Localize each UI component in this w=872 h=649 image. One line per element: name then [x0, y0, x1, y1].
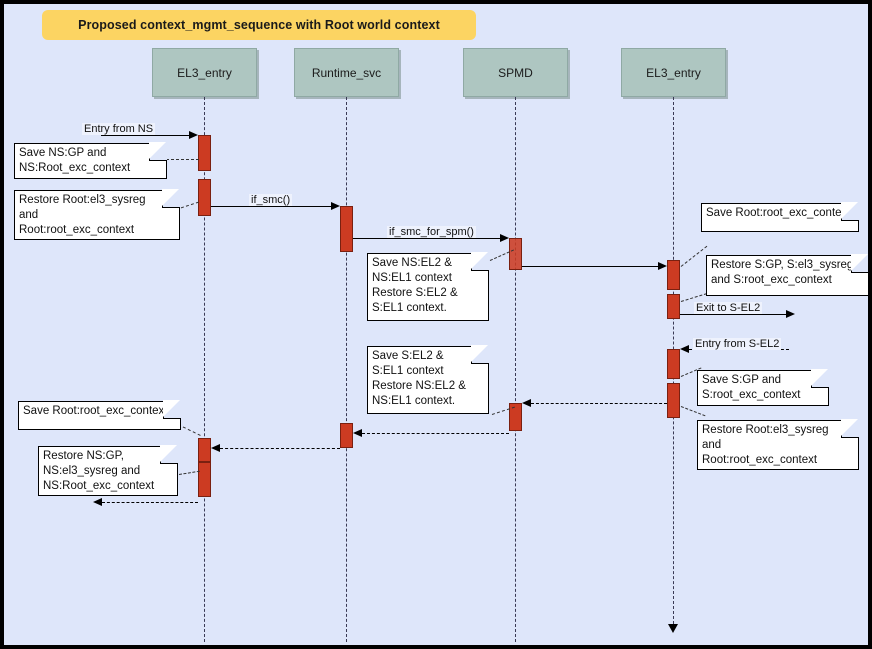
activation-bar-runtime-svc-2: [340, 423, 353, 448]
note-fold-icon: [841, 419, 859, 438]
note-leader-n1: [166, 159, 199, 160]
message-arrowhead-entry-from-ns: [189, 130, 198, 139]
message-line-exit-to-s-el2: [680, 314, 786, 315]
message-line-entry-from-ns: [101, 135, 189, 136]
activation-bar-el3-right-2: [667, 294, 680, 319]
message-arrowhead-spmd-to-runtime-svc-return: [353, 428, 362, 437]
note-leader-n5: [680, 293, 707, 302]
note-fold-icon: [471, 252, 489, 271]
participant-head-spmd[interactable]: SPMD: [463, 48, 568, 97]
participant-head-el3-entry-right[interactable]: EL3_entry: [621, 48, 726, 97]
activation-bar-el3-right-3: [667, 349, 680, 379]
lifeline-el3-entry-left: [204, 97, 205, 642]
note-fold-icon: [162, 189, 180, 208]
diagram-title: Proposed context_mgmt_sequence with Root…: [42, 10, 476, 40]
message-line-if-smc: [211, 206, 331, 207]
message-arrowhead-if-smc: [331, 201, 340, 210]
note-restore-root-el3-sysreg: Restore Root:el3_sysreg and Root:root_ex…: [14, 189, 180, 240]
message-line-el3-right-to-spmd-return: [531, 403, 667, 404]
note-leader-n7: [680, 406, 706, 417]
note-save-root-exc-context-left: Save Root:root_exc_context: [18, 400, 181, 430]
note-fold-icon: [811, 369, 829, 388]
message-label-entry-from-s-el2: Entry from S-EL2: [693, 338, 782, 350]
activation-bar-spmd-1: [509, 238, 522, 270]
note-restore-root-el3-sysreg-right: Restore Root:el3_sysreg and Root:root_ex…: [697, 419, 859, 470]
message-arrowhead-runtime-svc-to-el3-left-return: [211, 443, 220, 452]
message-label-entry-from-ns: Entry from NS: [82, 123, 156, 135]
activation-bar-el3-left-3: [198, 438, 211, 462]
message-arrowhead-el3-left-exit: [93, 497, 102, 506]
note-restore-ns-gp: Restore NS:GP, NS:el3_sysreg and NS:Root…: [38, 445, 178, 496]
note-leader-n9: [177, 424, 201, 436]
message-arrowhead-if-smc-for-spm: [500, 233, 509, 242]
note-leader-n10: [178, 470, 200, 475]
participant-head-el3-entry-left[interactable]: EL3_entry: [152, 48, 257, 97]
note-fold-icon: [149, 142, 167, 161]
note-fold-icon: [471, 345, 489, 364]
message-label-exit-to-s-el2: Exit to S-EL2: [694, 302, 763, 314]
message-arrowhead-exit-to-s-el2: [786, 309, 795, 318]
message-line-spmd-to-runtime-svc-return: [362, 433, 509, 434]
note-leader-n4: [680, 245, 708, 267]
activation-bar-el3-left-4: [198, 462, 211, 497]
lifeline-end-arrow-el3-entry-right: [668, 624, 678, 633]
lifeline-runtime-svc: [346, 97, 347, 642]
note-save-ns-el2-restore-s-el2: Save NS:EL2 & NS:EL1 context Restore S:E…: [367, 252, 489, 321]
message-arrowhead-entry-from-s-el2: [680, 344, 689, 353]
message-arrowhead-el3-right-to-spmd-return: [522, 398, 531, 407]
activation-bar-el3-left-1: [198, 135, 211, 171]
note-fold-icon: [841, 202, 859, 221]
note-save-s-gp: Save S:GP and S:root_exc_context: [697, 369, 829, 406]
message-label-if-smc: if_smc(): [249, 194, 293, 206]
note-restore-s-gp-sysreg: Restore S:GP, S:el3_sysreg and S:root_ex…: [706, 254, 868, 296]
message-line-runtime-svc-to-el3-left-return: [220, 448, 340, 449]
participant-head-runtime-svc[interactable]: Runtime_svc: [294, 48, 399, 97]
message-arrowhead-spmd-to-el3-right: [658, 261, 667, 270]
note-save-root-exc-context-right: Save Root:root_exc_context: [701, 202, 859, 232]
activation-bar-el3-left-2: [198, 179, 211, 216]
activation-bar-spmd-2: [509, 403, 522, 431]
note-save-s-el2-restore-ns-el2: Save S:EL2 & S:EL1 context Restore NS:EL…: [367, 345, 489, 414]
message-line-spmd-to-el3-right: [522, 266, 658, 267]
diagram-plot-area: Proposed context_mgmt_sequence with Root…: [4, 4, 868, 645]
note-fold-icon: [163, 400, 181, 419]
activation-bar-runtime-svc-1: [340, 206, 353, 252]
message-line-if-smc-for-spm: [353, 238, 500, 239]
note-save-ns-gp: Save NS:GP and NS:Root_exc_context: [14, 142, 167, 179]
lifeline-spmd: [515, 97, 516, 642]
message-line-el3-left-exit: [102, 502, 198, 503]
note-fold-icon: [851, 254, 868, 273]
message-label-if-smc-for-spm: if_smc_for_spm(): [387, 226, 476, 238]
note-fold-icon: [160, 445, 178, 464]
activation-bar-el3-right-1: [667, 260, 680, 290]
activation-bar-el3-right-4: [667, 383, 680, 418]
